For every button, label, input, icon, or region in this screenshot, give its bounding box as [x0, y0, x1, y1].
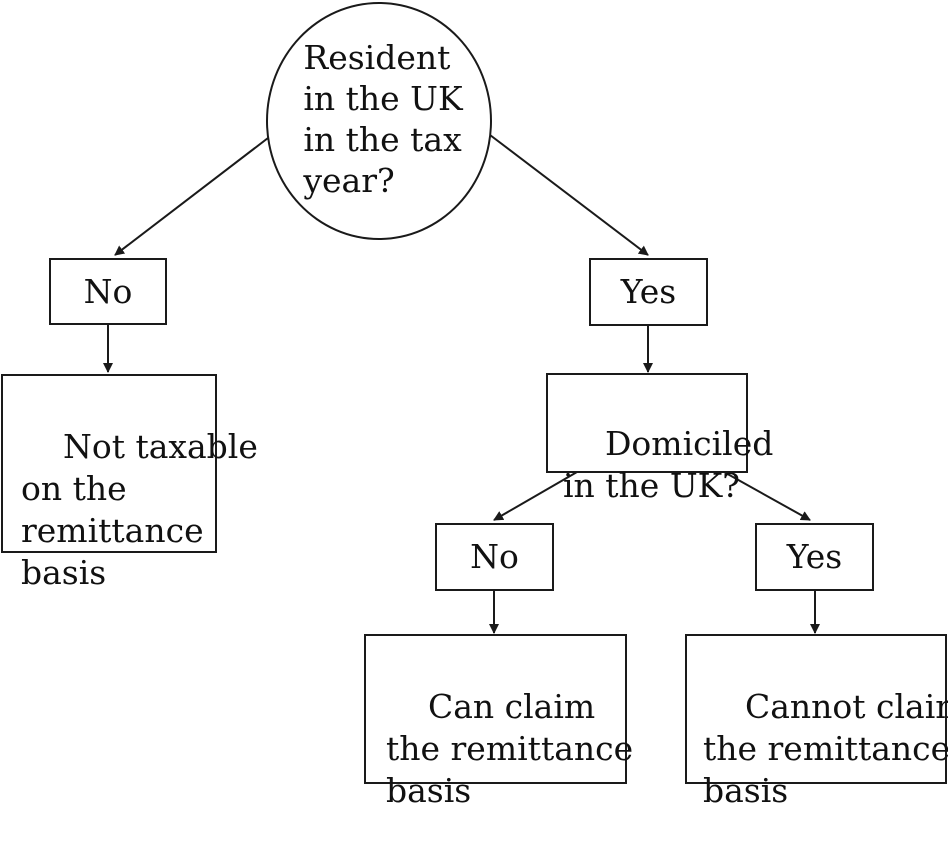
- right-yes-label: Yes: [620, 272, 677, 311]
- can-claim-box: Can claim the remittance basis: [364, 634, 633, 810]
- arrow-domiciled-to-no: [493, 471, 578, 521]
- not-taxable-text: Not taxable on the remittance basis: [21, 427, 258, 592]
- right-yes-box: Yes: [589, 258, 708, 326]
- can-claim-text: Can claim the remittance basis: [386, 687, 634, 810]
- cannot-claim-box: Cannot claim the remittance basis: [685, 634, 948, 810]
- domiciled-no-label: No: [470, 537, 519, 576]
- cannot-claim-text: Cannot claim the remittance basis: [703, 687, 948, 810]
- domiciled-no-box: No: [435, 523, 554, 591]
- domiciled-yes-label: Yes: [786, 537, 843, 576]
- left-no-box: No: [49, 258, 167, 325]
- flowchart: Resident in the UK in the tax year? No N…: [1, 2, 948, 810]
- connector-layer: [103, 134, 820, 634]
- arrow-root-to-no: [114, 137, 269, 256]
- arrow-domiciled-to-yes: [723, 471, 811, 521]
- resident-question-text: Resident in the UK in the tax year?: [303, 38, 463, 200]
- domiciled-question-text: Domiciled in the UK?: [563, 424, 774, 505]
- left-no-label: No: [83, 271, 133, 311]
- domiciled-question-box: Domiciled in the UK?: [546, 373, 773, 505]
- arrow-root-to-yes: [489, 134, 649, 256]
- not-taxable-box: Not taxable on the remittance basis: [1, 374, 258, 592]
- domiciled-yes-box: Yes: [755, 523, 874, 591]
- resident-question-node: Resident in the UK in the tax year?: [266, 2, 492, 240]
